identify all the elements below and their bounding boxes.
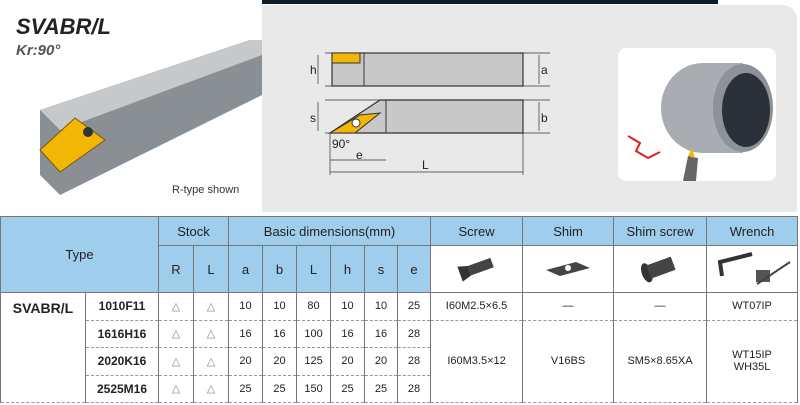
dim-e-label: e	[356, 148, 363, 162]
stock-l: △	[192, 347, 230, 376]
dim-b: 20	[262, 347, 298, 376]
wrench-value: WT07IP	[706, 292, 799, 321]
dim-s-label: s	[310, 111, 316, 125]
dim-s: 25	[364, 374, 399, 403]
shim-screw-header: Shim screw	[613, 216, 708, 246]
stock-l: △	[192, 292, 230, 321]
dimension-drawing	[317, 52, 550, 175]
dim-a: 16	[228, 319, 264, 348]
screw-icon	[430, 245, 524, 293]
stock-r: △	[158, 319, 194, 348]
dim-s: 20	[364, 347, 399, 376]
angle-label: 90°	[332, 137, 351, 151]
stock-l: △	[192, 374, 230, 403]
dim-h: 20	[330, 347, 366, 376]
subheader-Ldim: L	[296, 245, 332, 293]
subheader-h: h	[330, 245, 366, 293]
wrench-value-2: WH35L	[733, 361, 771, 374]
subheader-a: a	[228, 245, 264, 293]
stock-r: △	[158, 374, 194, 403]
shim-screw-icon	[613, 245, 708, 293]
dim-h: 25	[330, 374, 366, 403]
family-name: SVABR/L	[0, 292, 86, 403]
dim-a: 10	[228, 292, 264, 321]
wrench-icon	[706, 245, 799, 293]
dim-b: 16	[262, 319, 298, 348]
shim-screw-value: SM5×8.65XA	[613, 319, 708, 403]
dim-s: 16	[364, 319, 399, 348]
shim-value: V16BS	[522, 319, 615, 403]
stock-l: △	[192, 319, 230, 348]
top-bar	[262, 0, 718, 4]
shim-icon	[522, 245, 615, 293]
specification-table: Type Stock Basic dimensions(mm) Screw Sh…	[0, 216, 799, 403]
dim-e: 28	[397, 374, 432, 403]
dim-a: 25	[228, 374, 264, 403]
shim-screw-value: —	[613, 292, 708, 321]
dim-L: 150	[296, 374, 332, 403]
dim-b-label: b	[541, 111, 548, 125]
tool-image-panel: SVABR/L Kr:90° R-type shown	[0, 0, 262, 210]
subheader-L: L	[192, 245, 230, 293]
wrench-header: Wrench	[706, 216, 799, 246]
dim-e: 28	[397, 319, 432, 348]
dim-e: 28	[397, 347, 432, 376]
dim-h-label: h	[310, 63, 317, 77]
model-code: 2525M16	[85, 374, 159, 403]
basic-dimensions-header: Basic dimensions(mm)	[228, 216, 432, 246]
dim-a: 20	[228, 347, 264, 376]
model-code: 2020K16	[85, 347, 159, 376]
product-title: SVABR/L	[16, 14, 111, 39]
subheader-R: R	[158, 245, 194, 293]
table-row: 2525M16 △ △ 25 25 150 25 25 28	[1, 374, 798, 403]
model-code: 1010F11	[85, 292, 159, 321]
dim-a-label: a	[541, 63, 548, 77]
table-row: 2020K16 △ △ 20 20 125 20 20 28	[1, 347, 798, 376]
dim-s: 10	[364, 292, 399, 321]
model-code: 1616H16	[85, 319, 159, 348]
dim-L: 80	[296, 292, 332, 321]
dim-L: 100	[296, 319, 332, 348]
shim-header: Shim	[522, 216, 615, 246]
table-row: SVABR/L 1010F11 △ △ 10 10 80 10 10 25 I6…	[0, 292, 799, 403]
dim-b: 10	[262, 292, 298, 321]
tool-holder-image	[39, 40, 262, 195]
type-header: Type	[0, 216, 159, 293]
subheader-b: b	[262, 245, 298, 293]
stock-r: △	[158, 347, 194, 376]
table-row: 1616H16 △ △ 16 16 100 16 16 28 I60M3.5×1…	[1, 319, 799, 403]
dim-e: 25	[397, 292, 432, 321]
dim-L: 125	[296, 347, 332, 376]
wrench-value-1: WT15IP	[732, 349, 772, 362]
stock-header: Stock	[157, 216, 230, 246]
dim-L-label: L	[422, 158, 429, 172]
screw-value: I60M2.5×6.5	[430, 292, 524, 321]
stock-r: △	[158, 292, 194, 321]
subheader-s: s	[364, 245, 399, 293]
dim-b: 25	[262, 374, 298, 403]
screw-value: I60M3.5×12	[430, 319, 524, 403]
approach-angle: Kr:90°	[16, 42, 61, 59]
shim-value: —	[522, 292, 615, 321]
subheader-e: e	[397, 245, 432, 293]
dim-h: 10	[330, 292, 366, 321]
r-type-note: R-type shown	[172, 184, 240, 196]
screw-header: Screw	[430, 216, 524, 246]
machining-illustration	[618, 48, 776, 181]
dim-h: 16	[330, 319, 366, 348]
